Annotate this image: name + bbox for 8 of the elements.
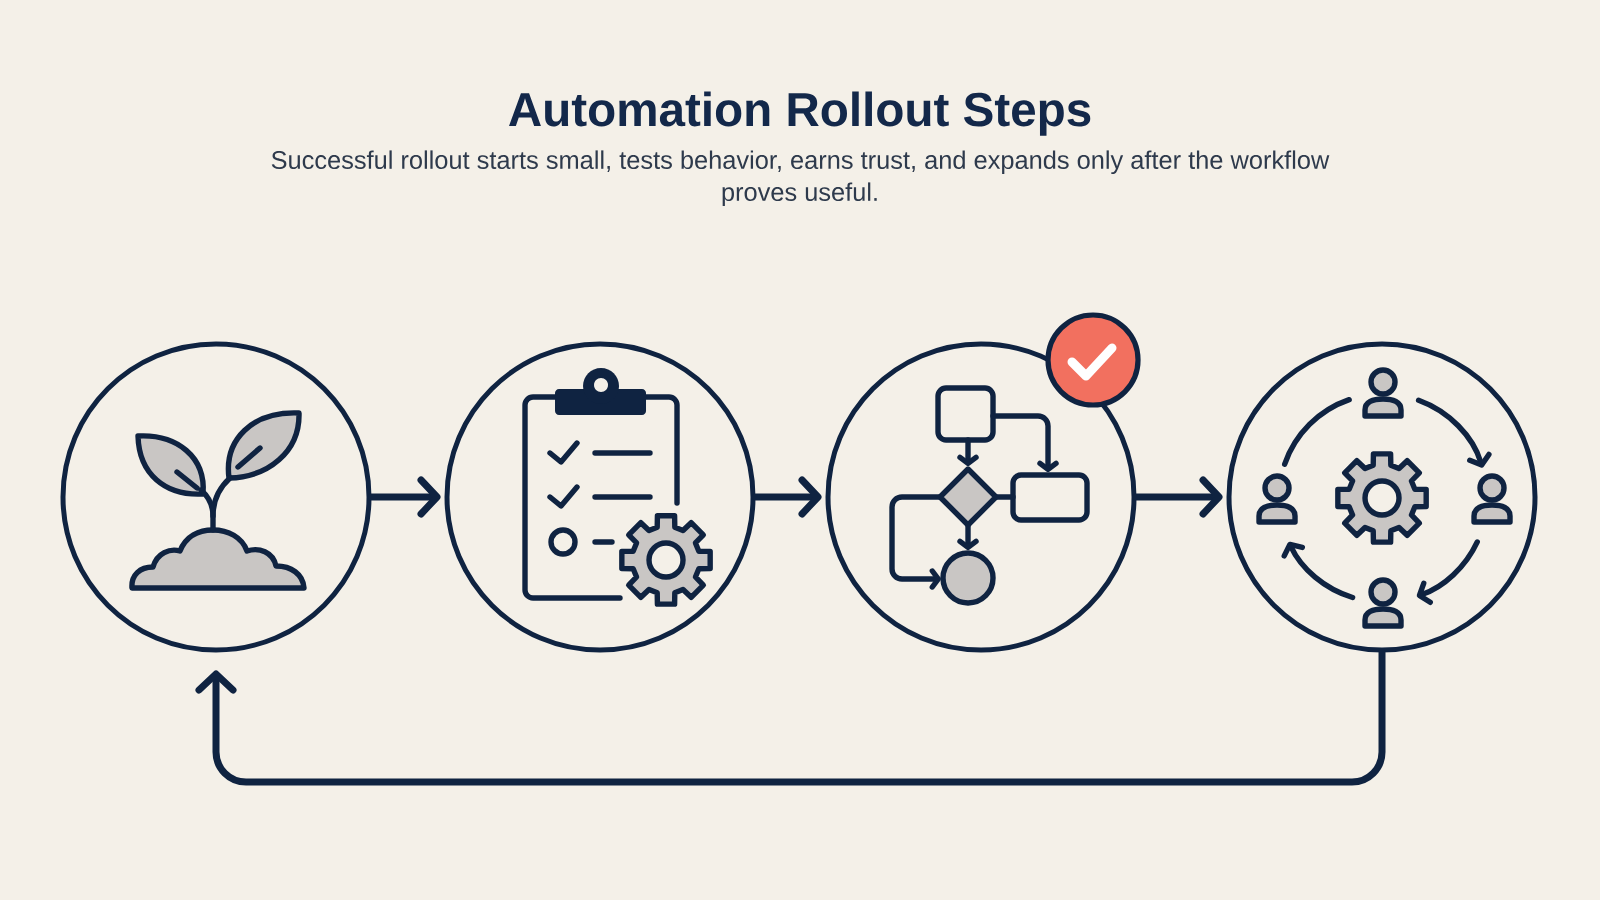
arrow xyxy=(1133,476,1223,518)
title: Automation Rollout Steps xyxy=(509,91,1091,136)
arrow xyxy=(195,649,1386,786)
subtitle: Successful rollout starts small, tests behavior, earns trust, and expands only after the workflow proves useful. xyxy=(271,150,1330,207)
step-circle xyxy=(60,341,372,653)
step-circle xyxy=(825,341,1137,653)
step-circle xyxy=(1226,341,1538,653)
step-circle xyxy=(444,341,756,653)
